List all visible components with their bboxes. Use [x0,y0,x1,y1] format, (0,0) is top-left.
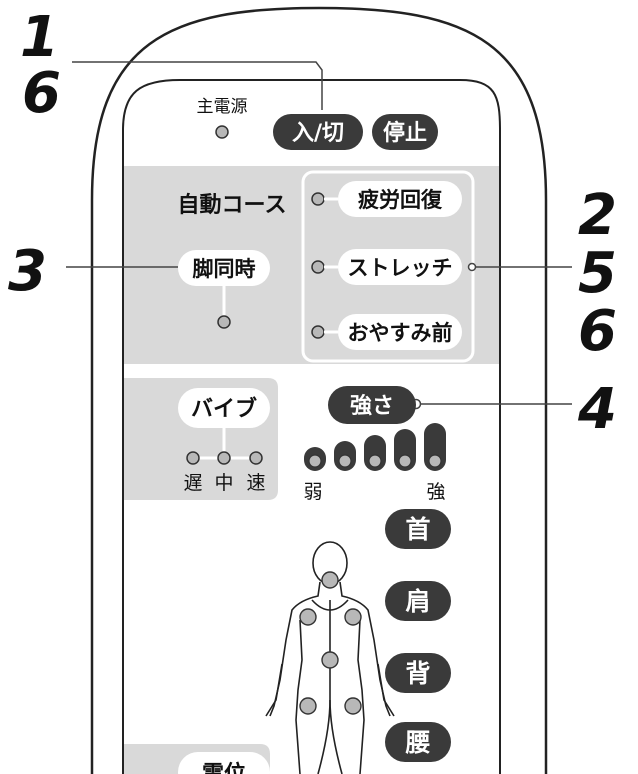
callout-number-5: 5 [578,241,617,306]
body-part-label: 首 [405,515,430,544]
strength-weak-label: 弱 [303,481,322,503]
on-off-button[interactable]: 入/切 [273,114,363,150]
speed-label-slow: 遅 [183,472,202,494]
callout-line-1-6 [72,61,323,110]
vibration-label: バイブ [191,396,257,422]
callout-number-1: 1 [20,5,59,70]
speed-label-medium: 中 [214,472,233,494]
course-label: 疲労回復 [358,188,443,212]
course-label: ストレッチ [348,256,453,280]
bottom-partial-button[interactable]: 電位 [178,752,270,774]
vibration-button[interactable]: バイブ [178,388,270,428]
callout-number-6-left: 6 [22,61,61,126]
shoulder-button[interactable]: 肩 [385,581,451,621]
bottom-partial-label: 電位 [202,761,246,774]
course-label: おやすみ前 [348,321,453,345]
body-points [299,571,362,715]
remote-face-outline [122,79,501,774]
body-part-label: 肩 [405,587,430,616]
waist-button[interactable]: 腰 [385,722,451,762]
strength-strong-label: 強 [426,481,445,503]
course-stretch[interactable]: ストレッチ [311,249,462,285]
main-power-indicator [215,125,229,139]
strength-label: 強さ [350,393,394,419]
vibration-indicator-slow [186,451,200,465]
speed-label-fast: 速 [246,472,265,494]
course-before-sleep[interactable]: おやすみ前 [311,314,462,350]
strength-button[interactable]: 強さ [328,386,416,424]
body-part-label: 腰 [404,728,430,757]
stop-button[interactable]: 停止 [372,114,438,150]
remote-outer-outline [90,6,548,774]
strength-level-bars [304,423,446,471]
callout-dot-right [467,262,477,272]
vibration-indicator-fast [249,451,263,465]
leg-sync-button[interactable]: 脚同時 [178,250,270,286]
course-fatigue-recovery[interactable]: 疲労回復 [311,181,462,217]
callout-number-4: 4 [577,377,617,442]
callout-number-6-right: 6 [578,299,617,364]
back-button[interactable]: 背 [385,653,451,693]
vibration-indicator-medium [217,451,231,465]
on-off-label: 入/切 [292,121,344,146]
leg-sync-label: 脚同時 [193,257,256,281]
neck-button[interactable]: 首 [385,509,451,549]
auto-course-title: 自動コース [178,192,287,218]
body-figure-icon [265,541,395,774]
main-power-label: 主電源 [197,97,248,117]
callout-number-3: 3 [8,239,47,304]
body-part-label: 背 [405,659,430,688]
callout-number-2: 2 [578,183,617,248]
leg-sync-indicator [217,315,231,329]
stop-label: 停止 [383,120,427,146]
